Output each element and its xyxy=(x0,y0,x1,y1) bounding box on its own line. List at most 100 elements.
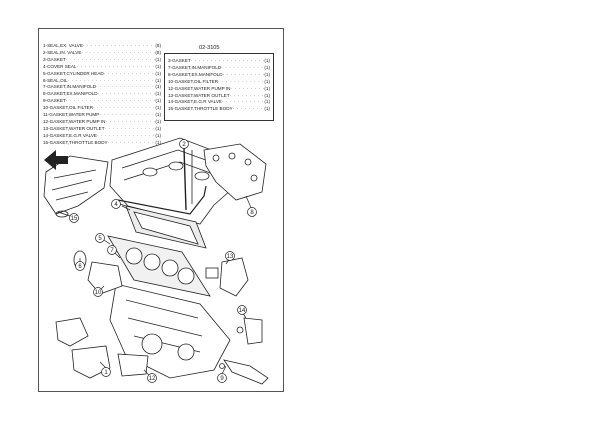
part-qty: (1) xyxy=(155,84,161,90)
part-label: 14-GASKET,E.G.R VALVE xyxy=(168,99,222,105)
part-qty: (1) xyxy=(264,78,270,84)
parts-list-row: 11-GASKET,WATER PUMP (1) xyxy=(43,112,161,119)
exhaust-manifold xyxy=(203,143,267,201)
svg-text:6: 6 xyxy=(78,264,82,270)
kit-code: 02-3105 xyxy=(199,45,220,51)
direction-arrow xyxy=(44,150,68,170)
part-label: 3-GASKET xyxy=(43,56,66,62)
callout-6: 6 xyxy=(75,258,85,271)
svg-text:13: 13 xyxy=(227,254,234,260)
callout-7: 7 xyxy=(107,245,121,259)
part-qty: (8) xyxy=(155,43,161,48)
parts-list-row: 6-SEAL,OIL (1) xyxy=(43,78,161,85)
svg-text:12: 12 xyxy=(149,376,156,382)
svg-text:14: 14 xyxy=(239,308,246,314)
part-label: 14-GASKET,E.G.R VALVE xyxy=(43,132,97,138)
parts-list-row: 3-GASKET(1) xyxy=(43,57,161,64)
parts-list-row: 2-SEAL,IN. VALVE (8) xyxy=(43,50,161,57)
part-label: 8-GASKET,EX.MANIFOLD xyxy=(43,91,98,97)
part-qty: (1) xyxy=(155,105,161,111)
parts-list-row: 14-GASKET,E.G.R VALVE(1) xyxy=(168,99,270,106)
part-label: 10-GASKET,OIL FILTER xyxy=(168,78,219,84)
parts-list-row: 5-GASKET,CYLINDER HEAD (1) xyxy=(43,71,161,78)
water-pump-in-cover xyxy=(71,345,111,379)
part-qty: (1) xyxy=(264,71,270,77)
part-label: 15-GASKET,THROTTLE BODY xyxy=(43,139,108,145)
part-label: 12-GASKET,WATER PUMP IN xyxy=(168,85,231,91)
parts-list: 1-SEAL,EX. VALVE (8) 2-SEAL,IN. VALVE (8) 3-… xyxy=(43,43,161,147)
part-label: 12-GASKET,WATER PUMP IN xyxy=(43,118,106,124)
parts-list-row: 13-GASKET,WATER OUTLET (1) xyxy=(168,93,270,100)
parts-list-row: 14-GASKET,E.G.R VALVE (1) xyxy=(43,133,161,140)
part-qty: (1) xyxy=(264,58,270,63)
part-qty: (1) xyxy=(155,63,161,69)
kit-box: 3-GASKET (1) 7-GASKET,IN.MANIFOLD (1) 8-GASK… xyxy=(164,53,274,121)
part-qty: (1) xyxy=(155,125,161,131)
callout-12: 12 xyxy=(143,369,157,383)
callout-3 xyxy=(121,205,131,211)
part-label: 10-GASKET,OIL FILTER xyxy=(43,105,94,111)
svg-text:4: 4 xyxy=(114,202,118,208)
parts-list-row: 10-GASKET,OIL FILTER (1) xyxy=(43,105,161,112)
parts-list-row: 12-GASKET,WATER PUMP IN (1) xyxy=(43,119,161,126)
part-label: 1-SEAL,EX. VALVE xyxy=(43,43,83,48)
parts-list-row: 10-GASKET,OIL FILTER (1) xyxy=(168,79,270,86)
callout-4: 4 xyxy=(111,199,127,209)
svg-text:15: 15 xyxy=(71,216,78,222)
part-label: 8-GASKET,EX.MANIFOLD xyxy=(168,71,223,77)
part-qty: (1) xyxy=(264,92,270,98)
small-gasket-9 xyxy=(219,363,225,369)
part-qty: (1) xyxy=(155,139,161,145)
svg-text:9: 9 xyxy=(220,376,224,382)
part-label: 9-GASKET xyxy=(43,98,66,104)
ex-valve-seal xyxy=(236,326,244,334)
callout-8: 8 xyxy=(245,195,257,217)
parts-list-row: 9-GASKET (1) xyxy=(43,98,161,105)
part-label: 4-COVER SEAL xyxy=(43,63,77,69)
oil-seal xyxy=(55,210,69,218)
part-qty: (8) xyxy=(155,49,161,55)
callout-13: 13 xyxy=(225,251,235,265)
parts-list-row: 4-COVER SEAL (1) xyxy=(43,64,161,71)
callout-15: 15 xyxy=(57,211,79,223)
part-qty: (1) xyxy=(155,132,161,138)
parts-list-row: 8-GASKET,EX.MANIFOLD(1) xyxy=(43,91,161,98)
thermostat-housing xyxy=(55,317,89,347)
cover-seal xyxy=(117,185,207,215)
svg-text:10: 10 xyxy=(95,290,102,296)
callout-10: 10 xyxy=(93,285,105,297)
part-qty: (1) xyxy=(264,85,270,91)
part-qty: (1) xyxy=(264,106,270,112)
part-label: 15-GASKET,THROTTLE BODY xyxy=(168,106,233,112)
part-label: 6-SEAL,OIL xyxy=(43,77,68,83)
engine-block xyxy=(109,283,231,379)
callout-2: 2 xyxy=(179,139,189,149)
svg-text:7: 7 xyxy=(110,248,114,254)
parts-list-row: 13-GASKET,WATER OUTLET(1) xyxy=(43,126,161,133)
parts-list-row: 15-GASKET,THROTTLE BODY (1) xyxy=(43,140,161,147)
part-qty: (1) xyxy=(155,70,161,76)
part-qty: (1) xyxy=(155,112,161,118)
part-label: 5-GASKET,CYLINDER HEAD xyxy=(43,70,104,76)
part-label: 3-GASKET xyxy=(168,58,191,63)
part-label: 11-GASKET,WATER PUMP xyxy=(43,112,100,118)
parts-list-row: 3-GASKET (1) xyxy=(168,58,270,65)
svg-text:5: 5 xyxy=(98,236,102,242)
parts-list-row: 1-SEAL,EX. VALVE (8) xyxy=(43,43,161,50)
callout-9: 9 xyxy=(217,365,227,383)
parts-list-row: 7-GASKET,IN.MANIFOLD (1) xyxy=(43,84,161,91)
part-label: 7-GASKET,IN.MANIFOLD xyxy=(43,84,97,90)
part-qty: (1) xyxy=(155,77,161,83)
svg-text:2: 2 xyxy=(182,142,186,148)
part-label: 13-GASKET,WATER OUTLET xyxy=(168,92,230,98)
egr-valve xyxy=(243,317,263,345)
water-outlet xyxy=(219,257,249,297)
oil-pan-fitting xyxy=(117,353,149,377)
part-qty: (1) xyxy=(155,118,161,124)
part-label: 2-SEAL,IN. VALVE xyxy=(43,49,82,55)
part-qty: (1) xyxy=(155,98,161,104)
svg-text:1: 1 xyxy=(104,370,108,376)
part-label: 7-GASKET,IN.MANIFOLD xyxy=(168,64,222,70)
callout-5: 5 xyxy=(95,233,111,245)
